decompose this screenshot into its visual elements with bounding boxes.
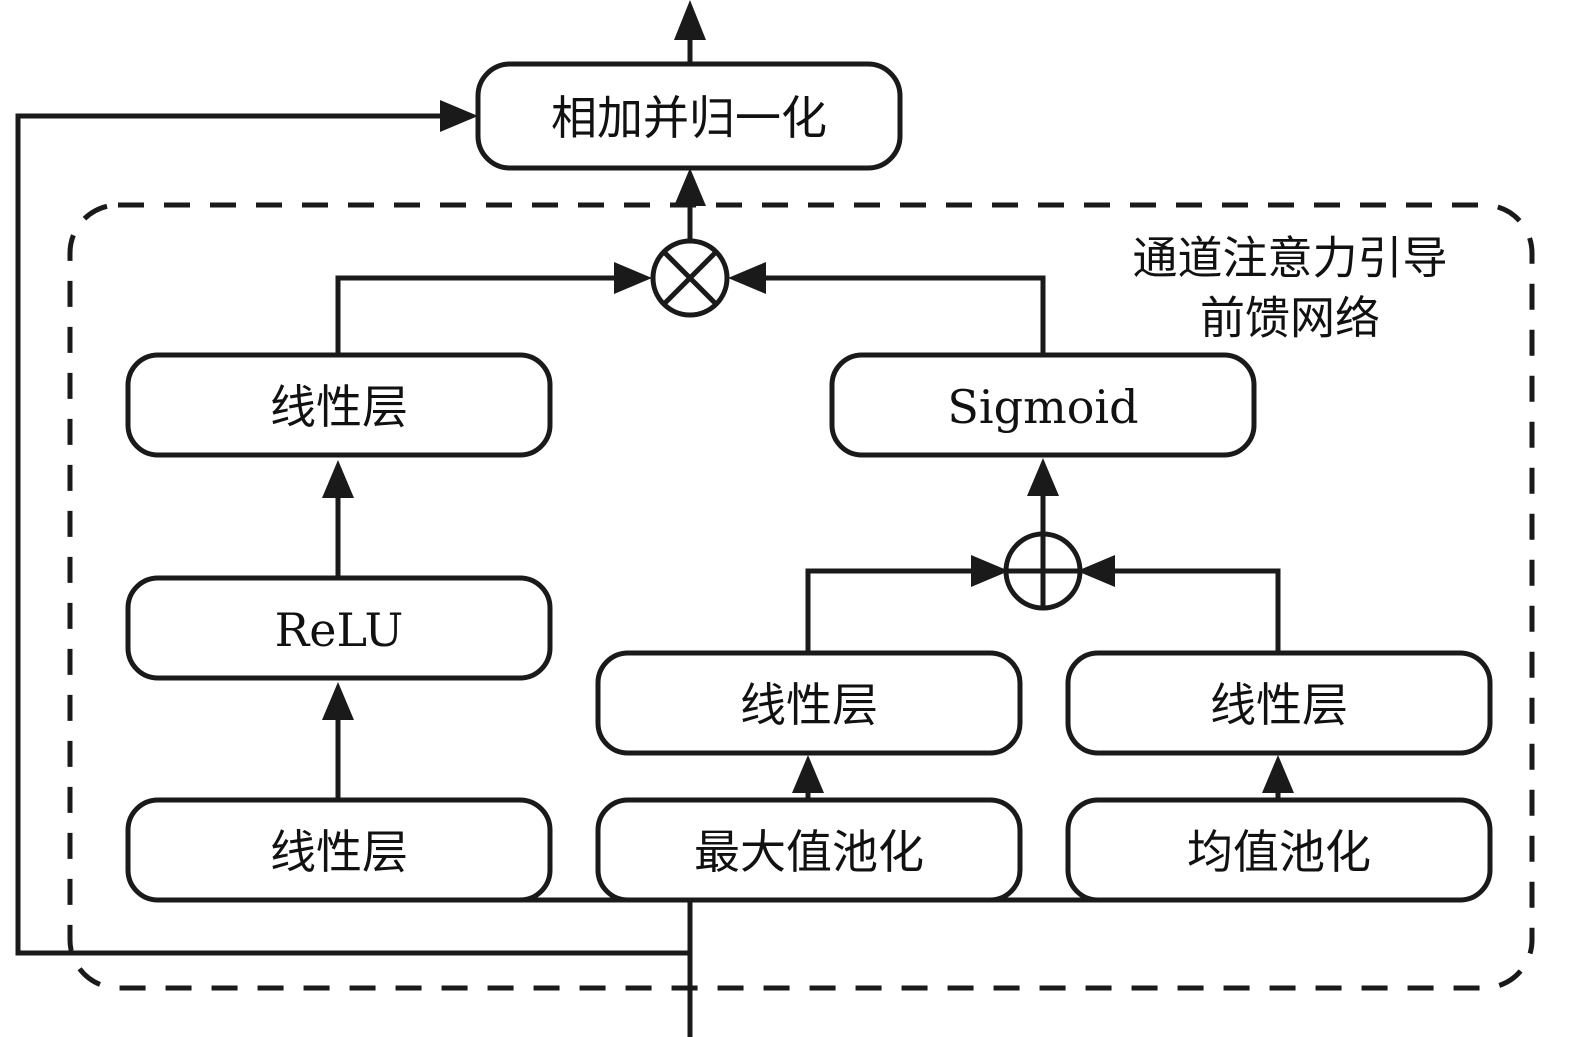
add-to-sigmoid-arrow-head [1027,458,1059,496]
node-add-norm[interactable]: 相加并归一化 [475,61,903,171]
cross-icon [662,250,718,306]
module-title-line1: 通道注意力引导 [1132,232,1447,285]
linear-max-to-add-arrow-head [971,555,1009,587]
node-linear-avg[interactable]: 线性层 [1065,650,1493,756]
edge-sigmoid-to-multiply [728,262,1046,355]
node-avg-pool[interactable]: 均值池化 [1065,797,1493,903]
sigmoid-to-multiply-arrow-head [728,262,766,294]
output-arrow-head [674,0,706,40]
edge-add-to-sigmoid [1027,458,1059,534]
edge-multiply-to-add-norm [674,168,706,241]
edge-linear-avg-to-add [1077,555,1281,653]
avg-pool-to-linear-avg-arrow-head [1262,755,1294,793]
element-wise-add-operator[interactable] [1003,531,1083,611]
linear-out-label: 线性层 [270,380,408,434]
edge-linear-in-to-relu [322,682,354,800]
edge-linear-max-to-add [805,555,1009,653]
edge-linear-out-to-multiply [335,262,652,355]
node-linear-out[interactable]: 线性层 [125,352,553,458]
linear-avg-label: 线性层 [1210,678,1348,732]
relu-label: ReLU [275,603,404,657]
element-wise-multiply-operator[interactable] [650,238,730,318]
edge-max-pool-to-linear-max [792,755,824,800]
node-linear-in[interactable]: 线性层 [125,797,553,903]
edge-avg-pool-to-linear-avg [1262,755,1294,800]
avg-pool-label: 均值池化 [1187,825,1371,879]
linear-in-to-relu-arrow-head [322,682,354,720]
max-pool-label: 最大值池化 [694,825,924,879]
output-arrow [674,0,706,64]
plus-icon [1006,534,1080,608]
add-norm-label: 相加并归一化 [551,91,827,145]
node-max-pool[interactable]: 最大值池化 [595,797,1023,903]
linear-avg-to-add-arrow-head [1077,555,1115,587]
linear-max-label: 线性层 [740,678,878,732]
linear-out-to-multiply-arrow-head [614,262,652,294]
node-relu[interactable]: ReLU [125,575,553,681]
module-title-line2: 前馈网络 [1200,292,1380,345]
module-title: 通道注意力引导 前馈网络 [1132,232,1447,345]
multiply-to-add-norm-arrow-head [674,168,706,206]
max-pool-to-linear-max-arrow-head [792,755,824,793]
residual-skip-connection [15,100,690,956]
edge-relu-to-linear-out [322,460,354,578]
linear-in-label: 线性层 [270,825,408,879]
node-sigmoid[interactable]: Sigmoid [829,352,1257,458]
sigmoid-label: Sigmoid [947,380,1138,434]
relu-to-linear-out-arrow-head [322,460,354,498]
node-linear-max[interactable]: 线性层 [595,650,1023,756]
residual-arrow-head [440,100,478,132]
